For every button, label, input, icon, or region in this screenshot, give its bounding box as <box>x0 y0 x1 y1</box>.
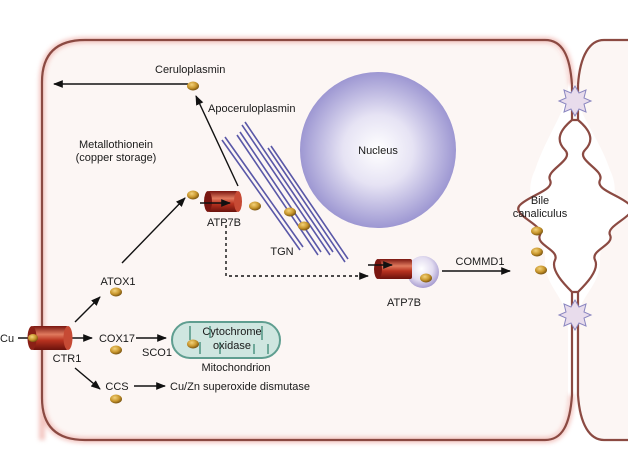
label-atox1: ATOX1 <box>100 276 135 288</box>
tight-junction-bottom-icon <box>557 298 593 332</box>
label-ctr1: CTR1 <box>53 353 82 365</box>
trans-golgi-network <box>221 121 349 263</box>
label-atp7b-vesicle: ATP7B <box>387 297 421 309</box>
label-cu: Cu <box>0 333 14 345</box>
tight-junction-top-icon <box>557 84 593 118</box>
copper-ion-icon <box>531 247 543 257</box>
copper-ions <box>28 81 547 404</box>
arrow-apoceruloplasmin <box>195 95 239 187</box>
ctr1-transporter <box>27 326 73 350</box>
label-sod: Cu/Zn superoxide dismutase <box>170 381 310 393</box>
copper-ion-icon <box>187 339 199 349</box>
copper-ion-icon <box>110 287 122 297</box>
nucleus <box>300 72 456 228</box>
copper-ion-icon <box>187 81 199 91</box>
copper-ion-icon <box>531 226 543 236</box>
arrow-to-ccs <box>74 367 101 390</box>
left-cell-membrane <box>40 38 574 398</box>
copper-ion-icon <box>420 273 432 283</box>
label-oxidase: oxidase <box>213 340 251 352</box>
copper-ion-icon <box>110 345 122 355</box>
arrow-to-atp7b <box>121 197 186 264</box>
label-ccs: CCS <box>105 381 128 393</box>
label-cox17: COX17 <box>99 333 135 345</box>
copper-ion-icon <box>249 201 261 211</box>
label-bile: Bile <box>531 195 549 207</box>
arrow-to-atox1 <box>74 296 101 323</box>
label-copper-storage: (copper storage) <box>76 152 157 164</box>
pathway-arrows <box>18 80 511 390</box>
arrow-atp7b-trafficking <box>225 225 369 280</box>
label-commd1: COMMD1 <box>456 256 505 268</box>
copper-ion-icon <box>187 190 199 200</box>
right-cell-cytoplasm <box>575 40 628 440</box>
label-nucleus: Nucleus <box>358 145 398 157</box>
label-sco1: SCO1 <box>142 347 172 359</box>
copper-ion-icon <box>535 265 547 275</box>
label-tgn: TGN <box>270 246 293 258</box>
label-metallothionein: Metallothionein <box>79 139 153 151</box>
label-canaliculus: canaliculus <box>513 208 568 220</box>
label-mitochondrion: Mitochondrion <box>201 362 270 374</box>
atp7b-tgn-transporter <box>200 191 242 212</box>
left-cell-cytoplasm <box>42 40 568 440</box>
mitochondrion <box>171 321 281 359</box>
atp7b-vesicle-transporter <box>368 256 439 288</box>
copper-ion-icon <box>284 207 296 217</box>
copper-ion-icon <box>28 334 38 342</box>
copper-ion-icon <box>110 394 122 404</box>
copper-ion-icon <box>298 221 310 231</box>
left-cell-membrane-bottom <box>40 320 574 442</box>
label-ceruloplasmin: Ceruloplasmin <box>155 64 225 76</box>
right-cell-membrane <box>576 38 605 86</box>
label-cytochrome: Cytochrome <box>202 326 261 338</box>
label-apoceruloplasmin: Apoceruloplasmin <box>208 103 295 115</box>
right-cell-membrane-bottom <box>576 320 628 442</box>
label-atp7b-tgn: ATP7B <box>207 217 241 229</box>
